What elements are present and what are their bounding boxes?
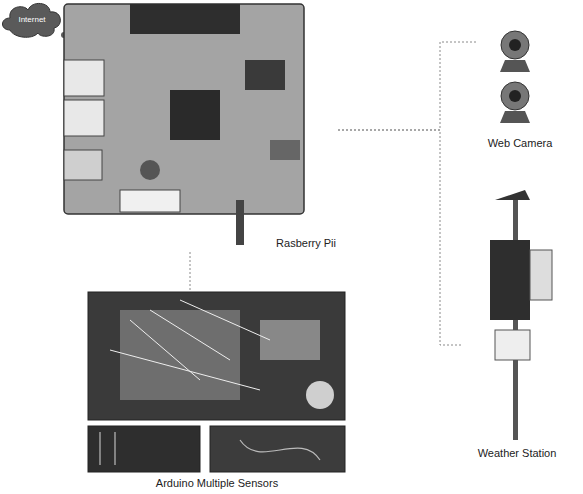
- solar-panel: [530, 250, 552, 300]
- webcam-icon: [501, 82, 529, 110]
- usb-port: [64, 100, 104, 136]
- node-label: Arduino Multiple Sensors: [156, 477, 278, 490]
- rain-gauge: [490, 240, 530, 320]
- dotted-connector: [338, 42, 476, 130]
- node-label: Rasberry Pii: [276, 237, 336, 250]
- sensor: [306, 381, 334, 409]
- sensor-photo: [210, 426, 345, 472]
- node-label: Internet: [18, 13, 45, 26]
- node-label: Weather Station: [478, 447, 557, 460]
- soc-chip: [170, 90, 220, 140]
- pi-header: [130, 4, 240, 34]
- wire: [110, 300, 270, 390]
- sensor-shield: [495, 330, 530, 360]
- sensor-photo: [88, 426, 200, 472]
- audio-jack: [270, 140, 300, 160]
- board-node: Arduino Multiple Sensors: [86, 290, 348, 492]
- node-label: Web Camera: [488, 137, 553, 150]
- rca-jack: [236, 200, 244, 245]
- dotted-connector: [338, 130, 462, 345]
- arduino-board: [88, 292, 345, 420]
- board-node: Rasberry Pii: [62, 2, 338, 252]
- cloud-shape: [3, 3, 61, 37]
- ethernet-port: [64, 150, 102, 180]
- webcam-lens: [509, 90, 521, 102]
- webcam-lens: [509, 39, 521, 51]
- wind-vane: [495, 190, 530, 200]
- dotted-connector: [190, 252, 191, 290]
- webcam-base: [500, 60, 530, 72]
- pi-board: [64, 4, 304, 214]
- webcam-base: [500, 111, 530, 123]
- webcam-icon: [501, 31, 529, 59]
- hdmi-port: [120, 190, 180, 212]
- device-node: Weather Station: [462, 184, 572, 462]
- chip: [245, 60, 285, 90]
- wire: [100, 432, 320, 465]
- device-node: Web Camera: [476, 26, 564, 152]
- usb-port: [64, 60, 104, 96]
- cloud-node: Internet: [4, 8, 60, 30]
- component: [140, 160, 160, 180]
